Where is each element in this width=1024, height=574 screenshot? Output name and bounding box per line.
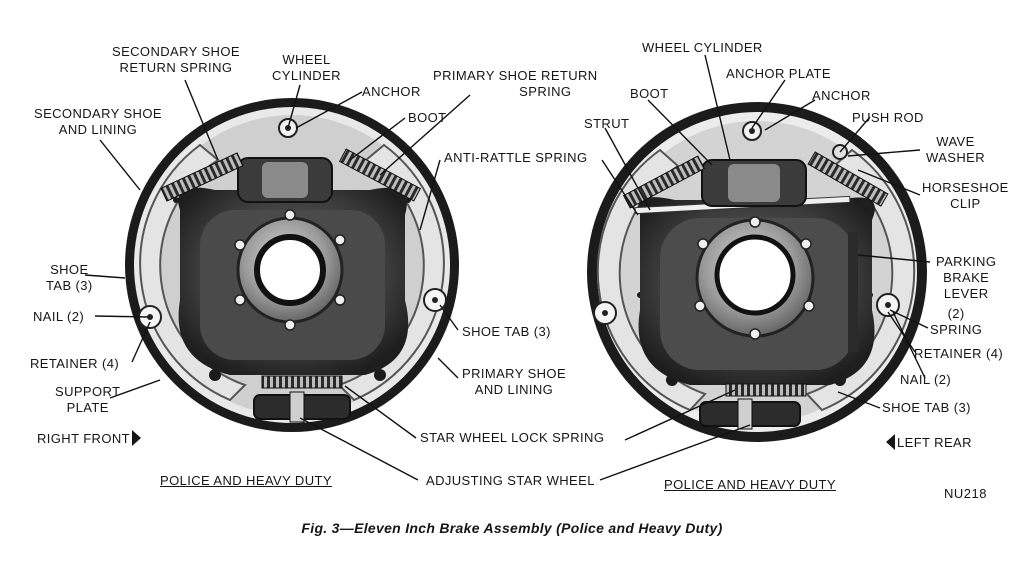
label-right-anchor-plate: ANCHOR PLATE [726, 66, 831, 81]
left-star-wheel-lock-spring [261, 375, 343, 389]
label-primary-shoe-return-spring: PRIMARY SHOE RETURN SPRING [433, 68, 598, 99]
label-left-rear: LEFT REAR [886, 434, 972, 451]
right-brake-assembly [587, 102, 927, 442]
label-left-wheel-cylinder: WHEEL CYLINDER [272, 52, 341, 83]
label-left-anchor: ANCHOR [362, 84, 421, 99]
label-right-spring: (2) SPRING [930, 306, 983, 337]
label-primary-shoe-and-lining: PRIMARY SHOE AND LINING [462, 366, 567, 397]
label-right-shoe-tab: SHOE TAB (3) [882, 400, 971, 415]
label-right-push-rod: PUSH ROD [852, 110, 924, 125]
label-left-footer: POLICE AND HEAVY DUTY [160, 473, 332, 488]
label-right-footer: POLICE AND HEAVY DUTY [664, 477, 836, 492]
right-secondary-shoe [596, 148, 707, 412]
left-brake-assembly [125, 98, 459, 432]
label-left-nail: NAIL (2) [33, 309, 85, 324]
left-secondary-shoe [139, 143, 247, 402]
label-right-nail: NAIL (2) [900, 372, 952, 387]
label-adjusting-star-wheel: ADJUSTING STAR WHEEL [426, 473, 595, 488]
label-right-front: RIGHT FRONT [37, 430, 141, 447]
label-right-wheel-cylinder: WHEEL CYLINDER [642, 40, 763, 55]
right-parking-brake-lever [848, 232, 858, 352]
label-star-wheel-lock-spring: STAR WHEEL LOCK SPRING [420, 430, 605, 445]
label-left-secondary-shoe-return-spring: SECONDARY SHOE RETURN SPRING [112, 44, 240, 75]
label-left-retainer: RETAINER (4) [30, 356, 120, 371]
label-right-horseshoe-clip: HORSESHOE CLIP [922, 180, 1009, 211]
label-right-wave-washer: WAVE WASHER [926, 134, 985, 165]
right-primary-return-spring [807, 151, 889, 207]
label-anti-rattle-spring: ANTI-RATTLE SPRING [444, 150, 588, 165]
right-primary-shoe [805, 148, 916, 412]
label-left-shoe-tab: SHOE TAB (3) [46, 262, 93, 293]
right-star-wheel-lock-spring [725, 383, 807, 397]
left-secondary-return-spring [160, 152, 244, 202]
label-right-parking-brake-lever: PARKING BRAKE LEVER [936, 254, 997, 301]
right-secondary-return-spring [622, 155, 706, 209]
label-right-strut: STRUT [584, 116, 630, 131]
label-left-secondary-shoe-and-lining: SECONDARY SHOE AND LINING [34, 106, 162, 137]
label-right-boot: BOOT [630, 86, 669, 101]
label-right-anchor: ANCHOR [812, 88, 871, 103]
label-right-retainer: RETAINER (4) [914, 346, 1004, 361]
label-boot-left: BOOT [408, 110, 447, 125]
arrow-right-icon [132, 430, 141, 446]
label-left-support-plate: SUPPORT PLATE [55, 384, 121, 415]
leader-lines [84, 54, 931, 481]
arrow-left-icon [886, 434, 895, 450]
figure-caption: Fig. 3—Eleven Inch Brake Assembly (Polic… [301, 520, 723, 536]
label-shoe-tab-center: SHOE TAB (3) [462, 324, 551, 339]
figure-code: NU218 [944, 486, 987, 501]
